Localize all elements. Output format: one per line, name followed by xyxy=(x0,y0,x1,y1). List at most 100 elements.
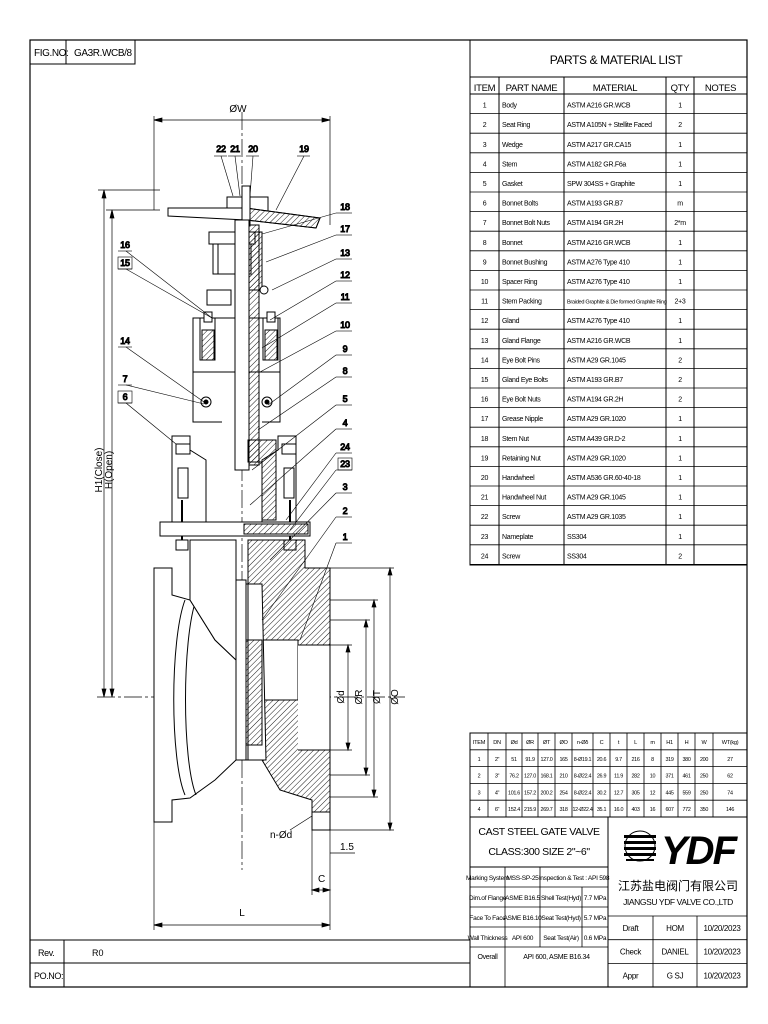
parts-item-no: 16 xyxy=(481,397,489,404)
spec-value: 5.7 MPa xyxy=(584,915,607,922)
spec-value: 7.7 MPa xyxy=(584,895,607,902)
callout-leader xyxy=(220,155,234,197)
parts-header-cell: ITEM xyxy=(474,83,496,94)
callout-leader xyxy=(257,376,337,431)
callout-number: 23 xyxy=(340,459,350,469)
parts-qty: 1 xyxy=(678,514,682,521)
callout-number: 8 xyxy=(343,366,348,376)
dim-cell: 101.6 xyxy=(508,790,520,796)
dim-cell: 461 xyxy=(682,774,690,780)
dim-cell: 127.0 xyxy=(541,757,553,763)
dim-header-cell: Ød xyxy=(511,740,518,746)
parts-name: Spacer Ring xyxy=(502,279,538,286)
dim-cell: 165 xyxy=(559,757,567,763)
parts-item-no: 20 xyxy=(481,475,489,482)
parts-material: SS304 xyxy=(567,534,587,541)
callout-14: 14 xyxy=(118,336,205,403)
callout-number: 21 xyxy=(230,144,240,154)
dim-cell: 127.0 xyxy=(524,774,536,780)
parts-material: ASTM A536 GR.60-40-18 xyxy=(567,475,641,482)
parts-material: ASTM A194 GR.2H xyxy=(567,220,623,227)
parts-name: Wedge xyxy=(502,142,523,149)
dim-cell: 254 xyxy=(559,790,567,796)
dim-h xyxy=(98,189,160,698)
parts-material: ASTM A29 GR.1045 xyxy=(567,495,626,502)
callout-leader xyxy=(285,452,337,521)
ydf-logo: YDF xyxy=(624,829,741,873)
parts-item-no: 7 xyxy=(483,220,487,227)
dim-header-cell: W xyxy=(702,740,708,746)
parts-qty: 1 xyxy=(678,495,682,502)
dim-label-ow: ØW xyxy=(229,104,247,115)
dim-header-cell: WT(kg) xyxy=(722,740,739,746)
company-name-cn: 江苏盐电阀门有限公司 xyxy=(618,878,738,893)
callout-13: 13 xyxy=(271,248,352,291)
dim-header-cell: t xyxy=(618,740,620,746)
parts-name: Eye Bolt Pins xyxy=(502,357,541,364)
callout-4: 4 xyxy=(249,418,352,506)
callout-2: 2 xyxy=(261,506,352,621)
dim-header-cell: H1 xyxy=(666,740,673,746)
dim-label-h1: H1(Close) xyxy=(94,447,105,492)
parts-qty: 1 xyxy=(678,534,682,541)
spec-value: API 600 xyxy=(512,935,534,942)
callout-number: 24 xyxy=(340,442,350,452)
parts-name: Grease Nipple xyxy=(502,416,543,423)
dim-cell: 9.7 xyxy=(615,757,622,763)
callout-leader xyxy=(251,404,337,471)
parts-name: Gland xyxy=(502,318,520,325)
callout-leader xyxy=(275,155,305,211)
dim-cell: 403 xyxy=(631,807,639,813)
dim-cell: 74 xyxy=(727,790,733,796)
parts-qty: 1 xyxy=(678,161,682,168)
parts-material: ASTM A29 GR.1020 xyxy=(567,416,626,423)
fig-no-box: FIG.NO: GA3R.WCB/8 xyxy=(29,39,136,65)
dim-cell: 76.2 xyxy=(509,774,519,780)
parts-item-no: 8 xyxy=(483,240,487,247)
parts-material: ASTM A439 GR.D-2 xyxy=(567,436,626,443)
dim-cell: 4 xyxy=(478,807,481,813)
callout-leader xyxy=(125,346,205,403)
parts-item-no: 9 xyxy=(483,259,487,266)
callout-3: 3 xyxy=(269,482,352,561)
fig-no-label: FIG.NO: xyxy=(34,48,68,59)
callout-leader xyxy=(125,384,205,405)
callout-leader xyxy=(125,402,177,445)
parts-material: ASTM A217 GR.CA15 xyxy=(567,142,632,149)
dim-label-c: C xyxy=(318,874,325,885)
parts-name: Retaining Nut xyxy=(502,455,541,462)
dim-header-cell: H xyxy=(685,740,689,746)
callout-leader xyxy=(271,258,337,291)
callout-leader xyxy=(261,516,337,621)
callout-leader xyxy=(299,542,337,641)
parts-item-no: 11 xyxy=(481,299,488,306)
dim-cell: 282 xyxy=(631,774,639,780)
dim-cell: 30.2 xyxy=(597,790,607,796)
parts-name: Stem xyxy=(502,161,518,168)
callout-leader xyxy=(125,250,213,319)
dim-cell: 319 xyxy=(665,757,673,763)
dim-cell: 350 xyxy=(700,807,708,813)
callout-number: 22 xyxy=(216,144,226,154)
callout-leader xyxy=(125,268,213,319)
callout-17: 17 xyxy=(265,224,352,263)
parts-item-no: 13 xyxy=(481,338,489,345)
parts-qty: 2*m xyxy=(674,220,686,227)
dim-label-oo: ØO xyxy=(390,689,401,705)
dim-label-ot: ØT xyxy=(372,690,383,704)
dim-cell: 35.1 xyxy=(597,807,607,813)
dim-cell: 318 xyxy=(559,807,567,813)
globe-icon xyxy=(624,830,656,862)
